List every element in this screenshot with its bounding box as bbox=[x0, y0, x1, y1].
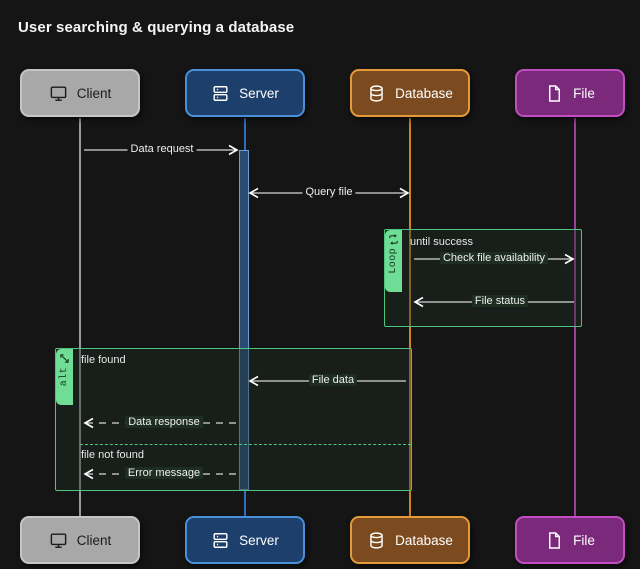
branch-fork-icon bbox=[60, 354, 69, 363]
actor-box-server-bottom[interactable]: Server bbox=[185, 516, 305, 564]
fragment-loop-type: Loop bbox=[388, 248, 399, 274]
message-check-file-availability[interactable]: Check file availability bbox=[414, 252, 575, 269]
message-query-file[interactable]: Query file bbox=[248, 186, 410, 203]
fragment-alt[interactable]: alt file found file not found bbox=[55, 348, 412, 491]
fragment-alt-condition-0: file found bbox=[81, 354, 126, 366]
message-arrow-backward-dashed bbox=[83, 417, 239, 429]
file-doc-icon bbox=[549, 531, 561, 549]
actor-box-file-top[interactable]: File bbox=[515, 69, 625, 117]
lifeline-file bbox=[574, 118, 576, 516]
fragment-loop-condition-0: until success bbox=[410, 236, 473, 248]
lifeline-database bbox=[409, 118, 411, 516]
actor-label-client: Client bbox=[76, 85, 112, 101]
actor-label-client: Client bbox=[76, 532, 112, 548]
server-rack-icon bbox=[213, 85, 228, 101]
message-label-file-status: File status bbox=[471, 295, 529, 307]
actor-label-file: File bbox=[573, 85, 595, 101]
actor-box-server-top[interactable]: Server bbox=[185, 69, 305, 117]
fragment-alt-tab: alt bbox=[56, 349, 73, 405]
fragment-alt-type: alt bbox=[59, 367, 70, 387]
fragment-alt-condition-1: file not found bbox=[81, 449, 144, 461]
message-label-data-response: Data response bbox=[125, 416, 203, 428]
lifeline-client bbox=[79, 118, 81, 516]
message-label-check-file-availability: Check file availability bbox=[439, 252, 549, 264]
message-data-response[interactable]: Data response bbox=[83, 416, 239, 433]
message-error-message[interactable]: Error message bbox=[83, 467, 239, 484]
actor-label-database: Database bbox=[395, 85, 453, 101]
message-label-data-request: Data request bbox=[127, 143, 197, 155]
page-title: User searching & querying a database bbox=[18, 19, 295, 36]
fragment-alt-divider bbox=[80, 444, 411, 445]
message-label-query-file: Query file bbox=[302, 186, 356, 198]
actor-label-database: Database bbox=[395, 532, 453, 548]
message-file-data[interactable]: File data bbox=[248, 374, 406, 391]
actor-box-database-top[interactable]: Database bbox=[350, 69, 470, 117]
actor-box-client-bottom[interactable]: Client bbox=[20, 516, 140, 564]
fragment-loop-tab: Loop bbox=[385, 230, 402, 292]
message-data-request[interactable]: Data request bbox=[84, 143, 239, 160]
message-file-status[interactable]: File status bbox=[413, 295, 574, 312]
database-icon bbox=[370, 84, 383, 102]
loop-arrows-icon bbox=[389, 234, 398, 245]
activation-bar-server bbox=[239, 150, 249, 490]
database-icon bbox=[370, 531, 383, 549]
actor-label-server: Server bbox=[239, 85, 279, 101]
server-rack-icon bbox=[213, 532, 228, 548]
actor-box-file-bottom[interactable]: File bbox=[515, 516, 625, 564]
message-label-error-message: Error message bbox=[124, 467, 204, 479]
actor-label-server: Server bbox=[239, 532, 279, 548]
actor-box-client-top[interactable]: Client bbox=[20, 69, 140, 117]
monitor-icon bbox=[50, 532, 67, 548]
file-doc-icon bbox=[549, 84, 561, 102]
message-arrow-backward-dashed bbox=[83, 468, 239, 480]
message-label-file-data: File data bbox=[308, 374, 358, 386]
actor-box-database-bottom[interactable]: Database bbox=[350, 516, 470, 564]
monitor-icon bbox=[50, 85, 67, 101]
actor-label-file: File bbox=[573, 532, 595, 548]
fragment-loop[interactable]: Loop until success bbox=[384, 229, 582, 327]
